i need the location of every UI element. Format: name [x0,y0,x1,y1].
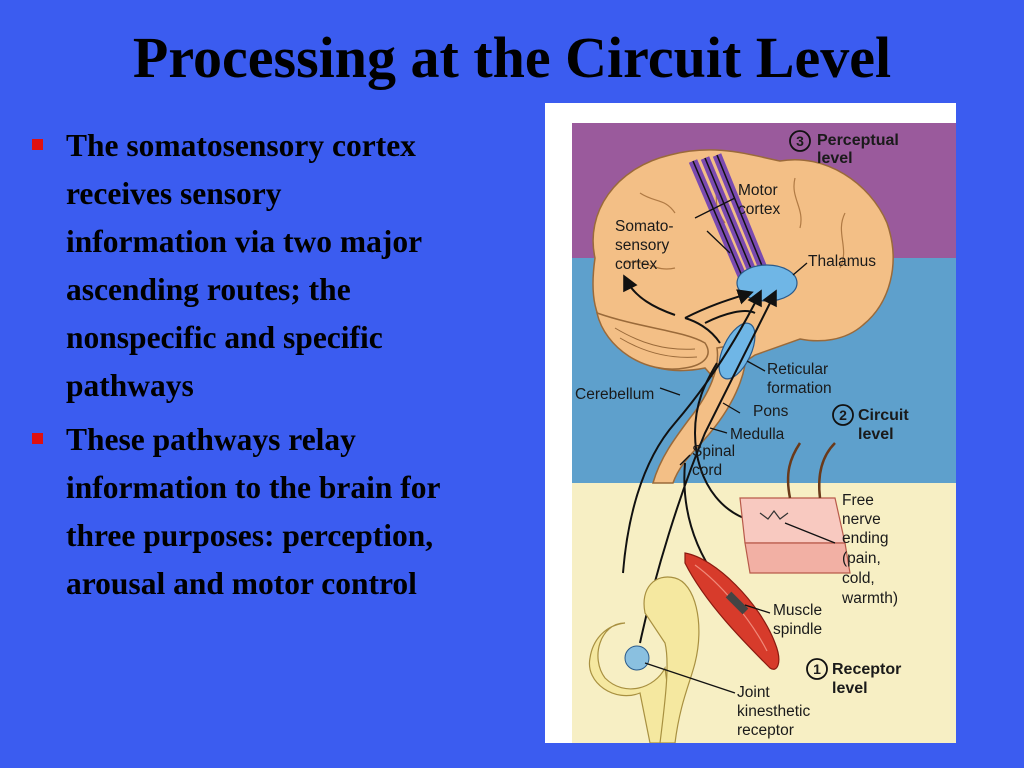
perceptual-level-badge: 3 Perceptual level [789,130,899,167]
reticular-formation-region [718,322,756,380]
label-joint-receptor: kinesthetic [737,703,810,720]
svg-text:2: 2 [839,407,847,423]
svg-text:Circuit: Circuit [858,407,909,424]
label-joint-receptor: receptor [737,722,794,739]
receptor-level-badge: 1 Receptor level [806,658,901,697]
label-somatosensory-cortex: sensory [615,237,670,254]
label-free-nerve-ending: cold, [842,570,875,587]
label-reticular-formation: Reticular [767,361,828,378]
svg-text:1: 1 [813,661,821,677]
pathway-diagram: 3 Perceptual level 2 Circuit level 1 Rec… [545,103,956,743]
svg-text:level: level [817,150,853,167]
somatosensory-pathway-figure: 3 Perceptual level 2 Circuit level 1 Rec… [545,103,956,743]
slide-title: Processing at the Circuit Level [132,25,892,90]
label-spinal-cord: cord [692,462,722,479]
label-pons: Pons [753,403,789,420]
bullet-item: The somatosensory cortex receives sensor… [28,122,448,410]
label-free-nerve-ending: ending [842,530,889,547]
label-reticular-formation: formation [767,380,832,397]
bullet-text: The somatosensory cortex receives sensor… [66,128,422,403]
thalamus-region [736,264,798,302]
bullet-square-icon [32,433,43,444]
bullet-square-icon [32,139,43,150]
label-free-nerve-ending: warmth) [841,590,898,607]
label-free-nerve-ending: (pain, [842,550,881,567]
cerebellum-shape [595,311,709,370]
label-medulla: Medulla [730,426,785,443]
hip-joint-shape [588,576,700,743]
muscle-spindle-shape [684,552,780,670]
svg-text:level: level [858,426,894,443]
svg-text:level: level [832,680,868,697]
label-motor-cortex: cortex [738,201,780,218]
skin-receptor [739,442,851,574]
label-motor-cortex: Motor [738,182,778,199]
label-joint-receptor: Joint [737,684,770,701]
bullet-item: These pathways relay information to the … [28,416,448,608]
label-free-nerve-ending: Free [842,492,874,509]
label-cerebellum: Cerebellum [575,386,654,403]
label-thalamus: Thalamus [808,253,876,270]
label-somatosensory-cortex: Somato- [615,218,674,235]
label-somatosensory-cortex: cortex [615,256,657,273]
brainstem-spinal-cord [652,342,747,484]
svg-text:Receptor: Receptor [832,661,901,678]
label-spinal-cord: Spinal [692,443,735,460]
label-muscle-spindle: Muscle [773,602,822,619]
bullet-text: These pathways relay information to the … [66,422,440,601]
svg-text:3: 3 [796,133,804,149]
circuit-level-badge: 2 Circuit level [832,404,909,443]
label-muscle-spindle: spindle [773,621,822,638]
bullet-list: The somatosensory cortex receives sensor… [28,122,448,614]
label-free-nerve-ending: nerve [842,511,881,528]
svg-text:Perceptual: Perceptual [817,132,899,149]
